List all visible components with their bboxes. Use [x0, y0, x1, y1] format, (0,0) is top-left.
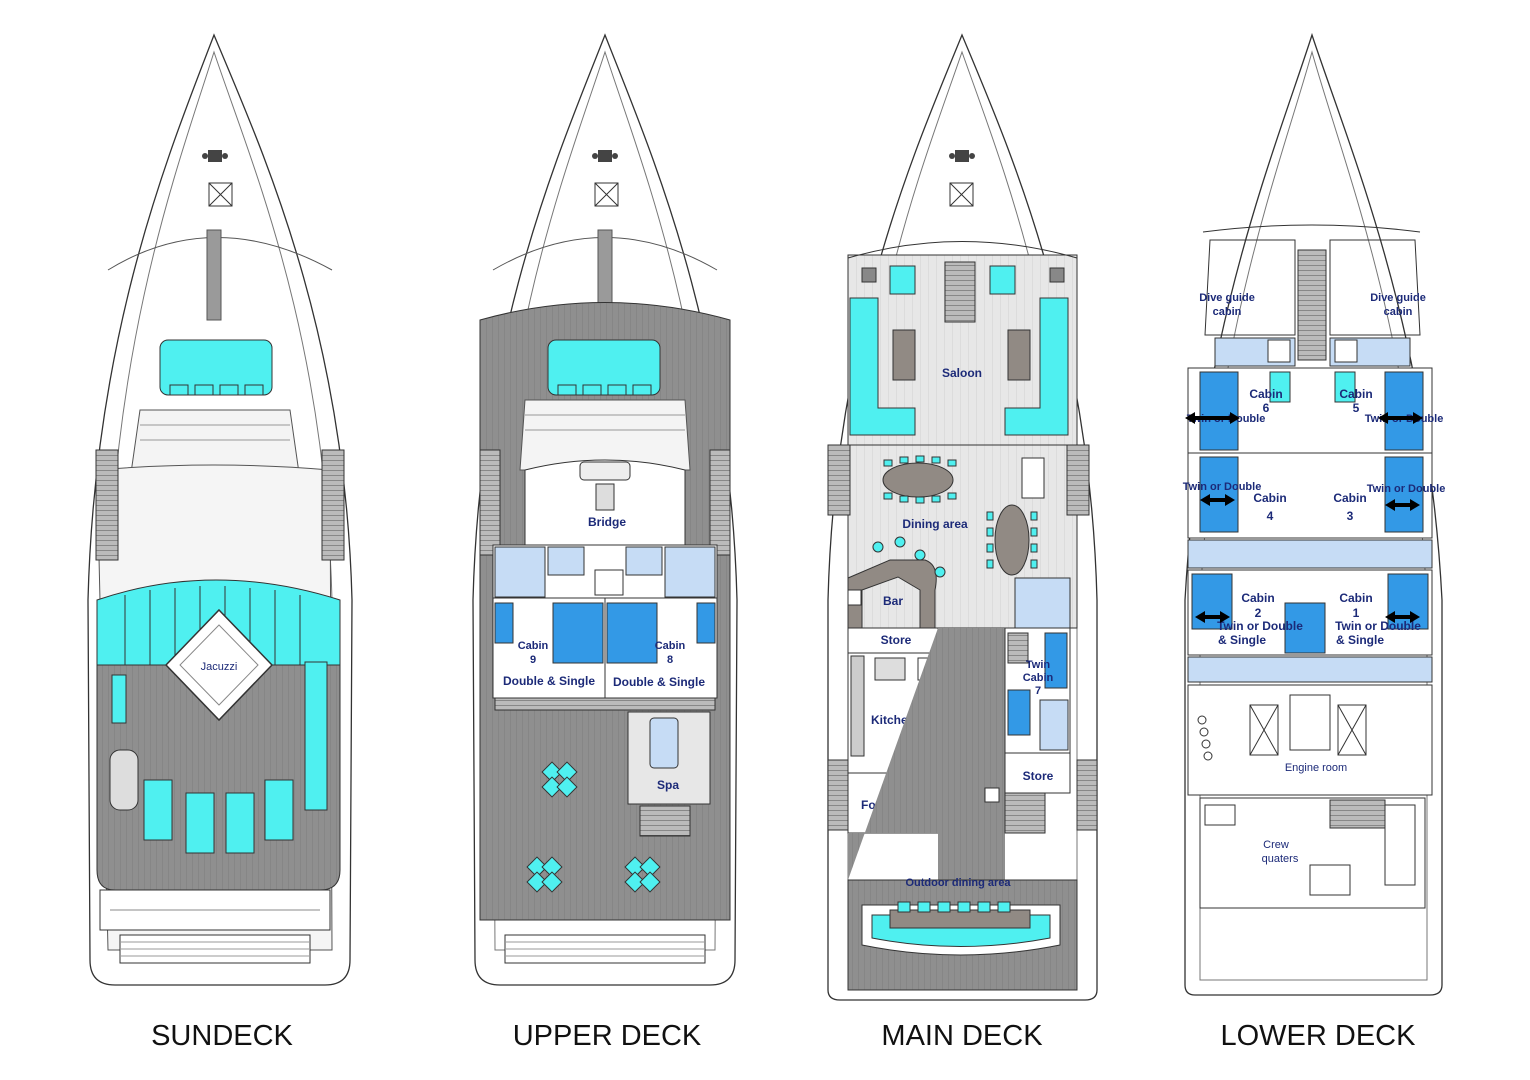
bar-counter: [847, 559, 937, 629]
cabin9-word: Cabin: [518, 640, 549, 652]
cabin2-number: 2: [1255, 606, 1262, 620]
crew-quarters-line1: Crew: [1263, 839, 1289, 851]
cabin6-word: Cabin: [1249, 387, 1282, 401]
cabin3-word: Cabin: [1333, 491, 1366, 505]
saloon-sofa-left: [849, 297, 916, 436]
cabin4-number: 4: [1267, 509, 1274, 523]
cabin8-type: Double & Single: [613, 675, 705, 689]
cabin5-word: Cabin: [1339, 387, 1372, 401]
anchor-windlass-icon: [202, 150, 233, 207]
dining-area-label: Dining area: [902, 517, 968, 531]
cabin4-word: Cabin: [1253, 491, 1286, 505]
upper-deck-plan: Bridge Cabin 9 Cabin 8 Double & Single D…: [472, 33, 738, 1052]
bridge-label: Bridge: [588, 515, 626, 529]
cabin2-type-line2: & Single: [1218, 633, 1266, 647]
cabin7-number: 7: [1035, 685, 1041, 697]
deck-table-icon: [624, 856, 661, 893]
dive-cabin-left-line2: cabin: [1213, 306, 1242, 318]
cabin2-bed: [1191, 573, 1233, 630]
cabin5-bed: [1384, 371, 1424, 451]
double-arrow-icon: [1185, 412, 1423, 623]
anchor-windlass-icon: [949, 150, 975, 207]
cabin8-number: 8: [667, 654, 673, 666]
cabin7-word: Cabin: [1023, 672, 1054, 684]
sunbed: [185, 792, 215, 854]
saloon-sofa-right: [1004, 297, 1069, 436]
store-right-label: Store: [1023, 769, 1054, 783]
cabin9-number: 9: [530, 654, 536, 666]
anchor-windlass-icon: [592, 150, 619, 207]
cabin1-word: Cabin: [1339, 591, 1372, 605]
deck-table-icon: [541, 761, 578, 798]
sundeck-plan: Jacuzzi SUNDECK: [87, 33, 353, 1052]
cabin8-bed: [606, 602, 658, 664]
cabin5-number: 5: [1353, 401, 1360, 415]
cabin7-twin: Twin: [1026, 659, 1051, 671]
cabin1-type-line2: & Single: [1336, 633, 1384, 647]
cabin4-type: Twin or Double: [1183, 481, 1262, 493]
cabin2-type-line1: Twin or Double: [1217, 619, 1303, 633]
cabin3-bed: [1384, 456, 1424, 533]
bar-label: Bar: [883, 594, 903, 608]
cabin1-number: 1: [1353, 606, 1360, 620]
deck-table-icon: [526, 856, 563, 893]
deck-title-lower-deck: LOWER DECK: [1221, 1020, 1417, 1052]
cabin2-word: Cabin: [1241, 591, 1274, 605]
dining-table: [986, 504, 1038, 576]
deck-title-sundeck: SUNDECK: [151, 1020, 293, 1052]
spa-label: Spa: [657, 778, 679, 792]
cabin1-type-line1: Twin or Double: [1335, 619, 1421, 633]
cabin9-bed: [552, 602, 604, 664]
jacuzzi-label: Jacuzzi: [201, 661, 238, 673]
engine-room-label: Engine room: [1285, 762, 1347, 774]
saloon-label: Saloon: [942, 366, 982, 380]
sunbed: [143, 779, 173, 841]
cabin8-word: Cabin: [655, 640, 686, 652]
crew-quarters-line2: quaters: [1262, 853, 1299, 865]
jacuzzi-tub: [164, 608, 274, 722]
store-left-label: Store: [881, 633, 912, 647]
dive-cabin-right-line2: cabin: [1384, 306, 1413, 318]
cabin3-number: 3: [1347, 509, 1354, 523]
main-deck-plan: Saloon Dining area Bar Store Kitchen Foo…: [827, 33, 1098, 1052]
lower-deck-plan: Dive guide cabin Dive guide cabin Cabin …: [1183, 32, 1446, 1052]
cabin4-bed: [1199, 456, 1239, 533]
sunbed: [225, 792, 255, 854]
dive-cabin-left-line1: Dive guide: [1199, 292, 1255, 304]
outdoor-dining-label: Outdoor dining area: [905, 877, 1011, 889]
deck-title-upper-deck: UPPER DECK: [513, 1020, 702, 1052]
deck-title-main-deck: MAIN DECK: [881, 1020, 1043, 1052]
cabin9-type: Double & Single: [503, 674, 595, 688]
cabin6-number: 6: [1263, 401, 1270, 415]
cabin6-bed: [1199, 371, 1239, 451]
sunbed: [264, 779, 294, 841]
cabin7-bed: [1044, 632, 1068, 689]
dive-cabin-right-line1: Dive guide: [1370, 292, 1426, 304]
cabin3-type: Twin or Double: [1367, 483, 1446, 495]
dining-table: [882, 455, 957, 504]
